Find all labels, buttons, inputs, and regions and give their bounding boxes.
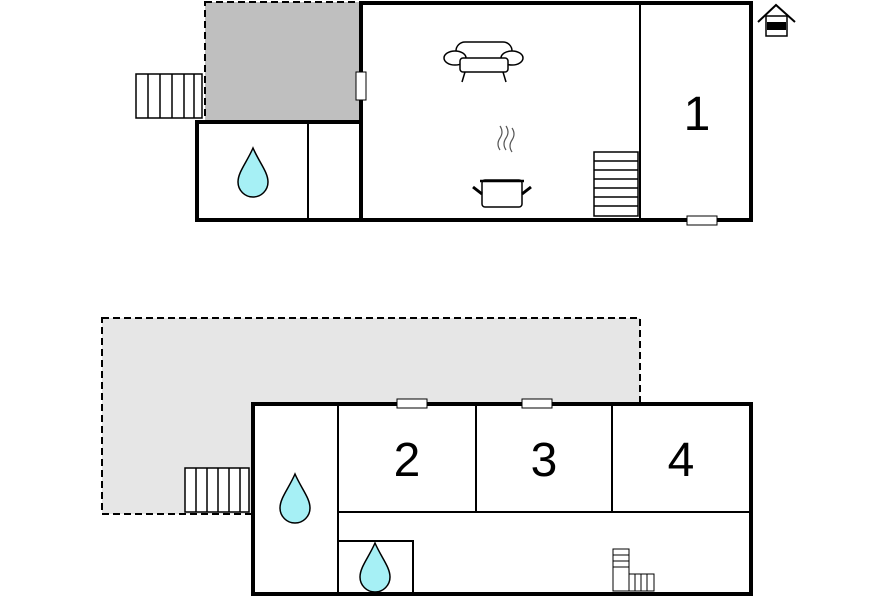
room-label-2: 2 <box>394 434 421 487</box>
ground-main-walls <box>251 402 753 596</box>
upper-annex-walls <box>195 120 361 222</box>
room-label-3: 3 <box>531 434 558 487</box>
room-label-4: 4 <box>668 434 695 487</box>
room-label-1: 1 <box>684 88 711 141</box>
water-drop-icon <box>237 146 269 198</box>
wc-walls <box>338 540 414 594</box>
covered-terrace <box>204 1 363 123</box>
window-bedroom-1 <box>686 215 718 226</box>
sofa-icon <box>443 41 524 83</box>
outdoor-stairs-upper <box>135 73 203 119</box>
upper-main-walls <box>359 1 753 222</box>
upper-floor: 1 <box>135 1 796 226</box>
stairs-icon <box>612 548 655 592</box>
ground-floor: 2 3 4 <box>101 317 753 596</box>
outdoor-stairs-ground <box>184 467 250 513</box>
window-bedroom-2 <box>396 398 428 409</box>
home-icon <box>757 3 796 37</box>
stairs-icon <box>593 151 639 217</box>
cooking-pot-icon <box>472 125 532 208</box>
window-bedroom-3 <box>521 398 553 409</box>
water-drop-icon <box>279 472 311 524</box>
water-drop-icon <box>359 541 391 593</box>
terrace-door <box>355 71 367 101</box>
